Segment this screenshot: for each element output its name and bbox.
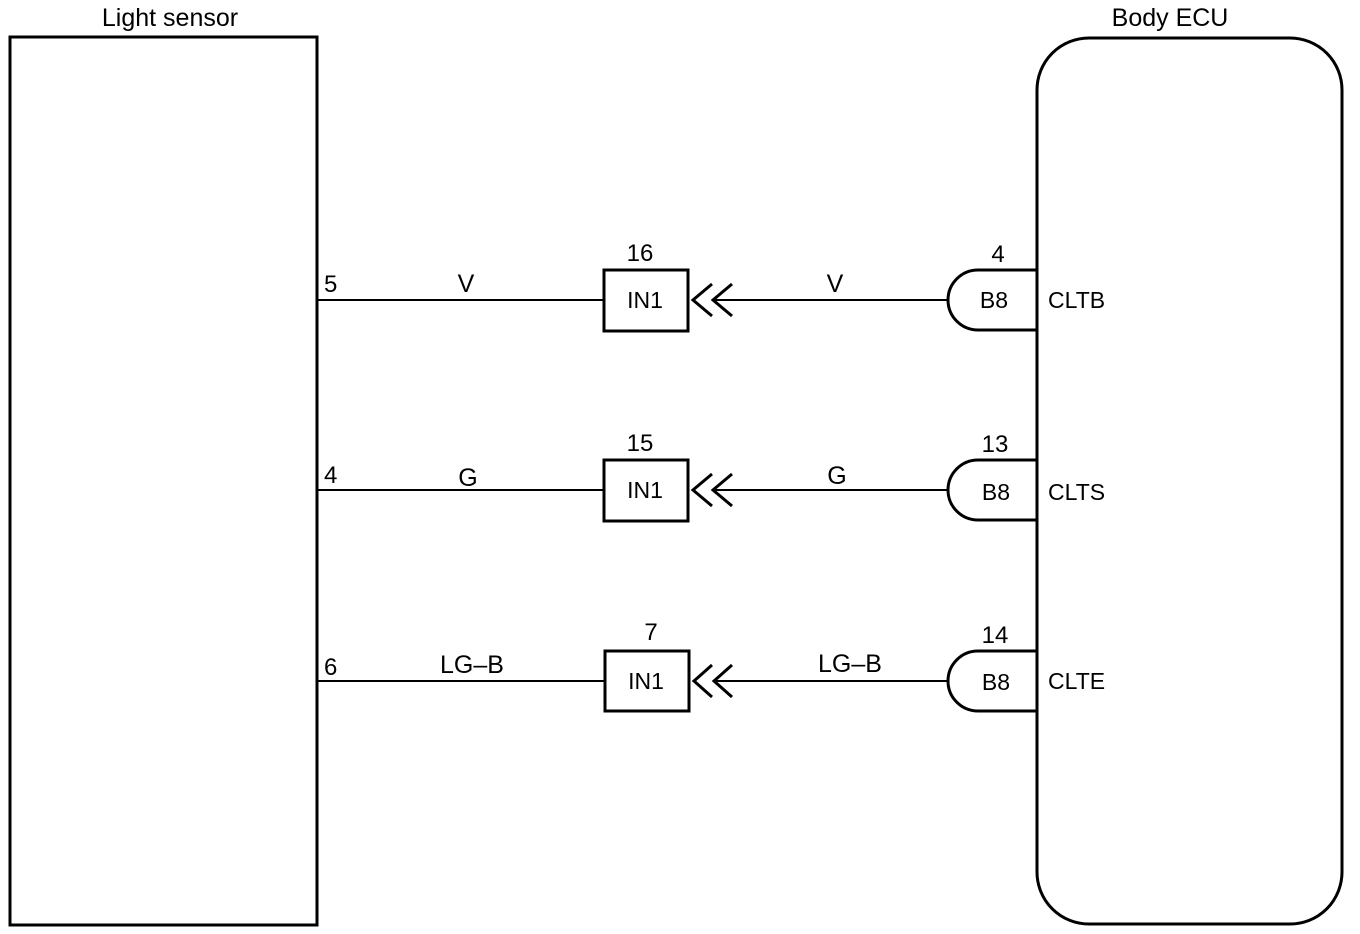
sensor-wire-color: V (458, 270, 475, 298)
ecu-connector-label: B8 (980, 287, 1008, 313)
circuit-row: 5 V 16 IN1 V 4 B8 CLTB (317, 240, 1105, 333)
light-sensor-box (8, 35, 319, 927)
junction-pin-label: 7 (644, 619, 657, 646)
ecu-connector-label: B8 (982, 479, 1010, 505)
sensor-wire-color: LG–B (440, 651, 504, 679)
ecu-connector-label: B8 (982, 669, 1010, 695)
light-sensor-title: Light sensor (102, 4, 238, 32)
junction-connector-label: IN1 (627, 477, 663, 503)
body-ecu-title: Body ECU (1112, 4, 1229, 32)
sensor-pin-label: 6 (324, 654, 337, 681)
ecu-terminal-label: CLTS (1048, 479, 1105, 505)
ecu-connector-shape (946, 649, 1037, 713)
junction-connector-box (603, 649, 691, 713)
ecu-terminal-label: CLTB (1048, 287, 1105, 313)
ecu-terminal-label: CLTE (1048, 668, 1105, 694)
sensor-pin-label: 5 (324, 271, 337, 298)
ecu-wire-color: LG–B (818, 650, 882, 678)
ecu-pin-label: 13 (982, 431, 1009, 458)
ecu-connector-shape (946, 268, 1037, 332)
ecu-pin-label: 4 (991, 241, 1004, 268)
ecu-pin-label: 14 (982, 622, 1009, 649)
sensor-pin-label: 4 (324, 462, 337, 489)
body-ecu-box (1035, 36, 1344, 926)
junction-connector-label: IN1 (627, 287, 663, 313)
ecu-wire-color: G (827, 462, 846, 490)
junction-pin-label: 16 (627, 240, 654, 267)
junction-pin-label: 15 (627, 430, 654, 457)
junction-connector-box (602, 458, 690, 523)
circuit-row: 4 G 15 IN1 G 13 B8 CLTS (317, 430, 1105, 523)
junction-connector-label: IN1 (628, 668, 664, 694)
junction-connector-box (602, 268, 690, 333)
circuit-row: 6 LG–B 7 IN1 LG–B 14 B8 CLTE (317, 619, 1105, 713)
ecu-connector-shape (946, 458, 1037, 522)
ecu-wire-color: V (827, 270, 844, 298)
sensor-wire-color: G (458, 464, 477, 492)
